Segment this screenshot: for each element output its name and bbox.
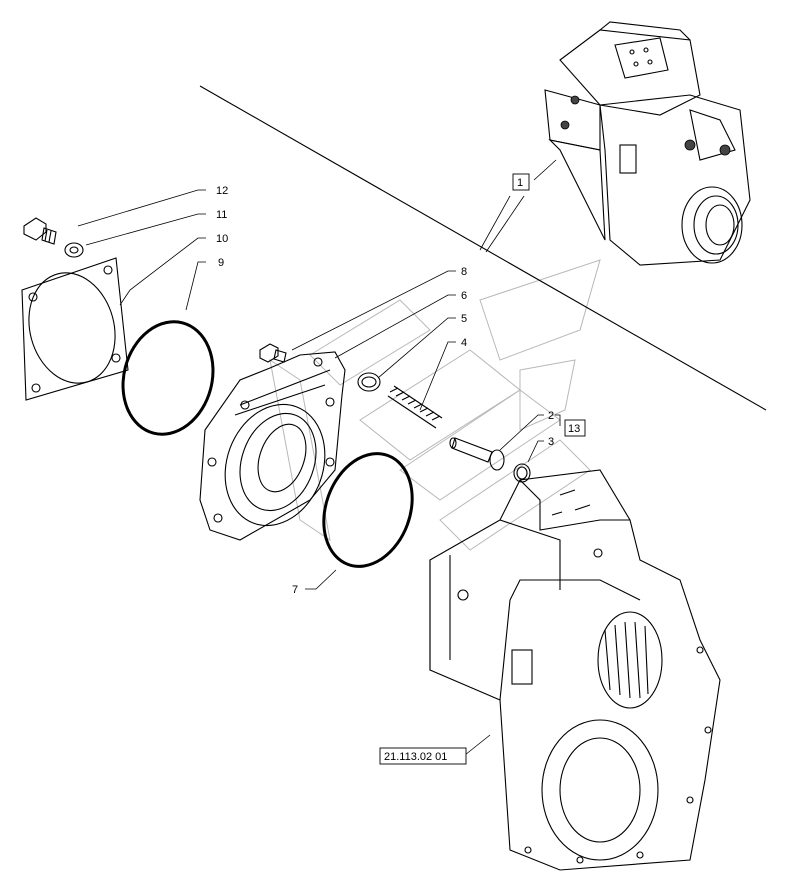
gasket-part-10 xyxy=(21,257,129,401)
leader-lines xyxy=(77,159,561,756)
callout-12: 12 xyxy=(216,185,228,197)
callout-9: 9 xyxy=(218,257,224,269)
reference-box xyxy=(379,747,467,765)
callout-1-box xyxy=(512,173,530,191)
reference-label: 21.113.02 01 xyxy=(384,751,447,763)
o-ring-part-7 xyxy=(322,452,414,568)
seal-ring-part-3 xyxy=(513,463,531,483)
screw-part-8 xyxy=(259,343,287,363)
callout-13-box xyxy=(564,419,586,437)
callout-6: 6 xyxy=(461,290,467,302)
o-ring-part-9 xyxy=(121,320,215,436)
callout-4: 4 xyxy=(461,337,467,349)
transmission-unit-part-1 xyxy=(544,21,751,266)
callout-11: 11 xyxy=(216,209,227,221)
callout-2: 2 xyxy=(548,410,554,422)
bolt-part-12 xyxy=(23,217,57,245)
callout-7: 7 xyxy=(292,584,298,596)
callout-13: 13 xyxy=(568,423,580,435)
pin-part-2 xyxy=(449,437,505,471)
callout-5: 5 xyxy=(461,313,467,325)
callout-1: 1 xyxy=(517,177,523,189)
callout-10: 10 xyxy=(216,233,228,245)
cover-flange-part-6 xyxy=(199,351,346,541)
callout-3: 3 xyxy=(548,436,554,448)
separator-line xyxy=(199,85,767,411)
housing-assembly-reference xyxy=(429,469,721,871)
callout-8: 8 xyxy=(461,266,467,278)
spring-part-4 xyxy=(387,385,443,429)
small-o-ring-part-5 xyxy=(357,372,381,392)
watermark-logo xyxy=(269,259,601,551)
washer-part-11 xyxy=(64,242,84,258)
